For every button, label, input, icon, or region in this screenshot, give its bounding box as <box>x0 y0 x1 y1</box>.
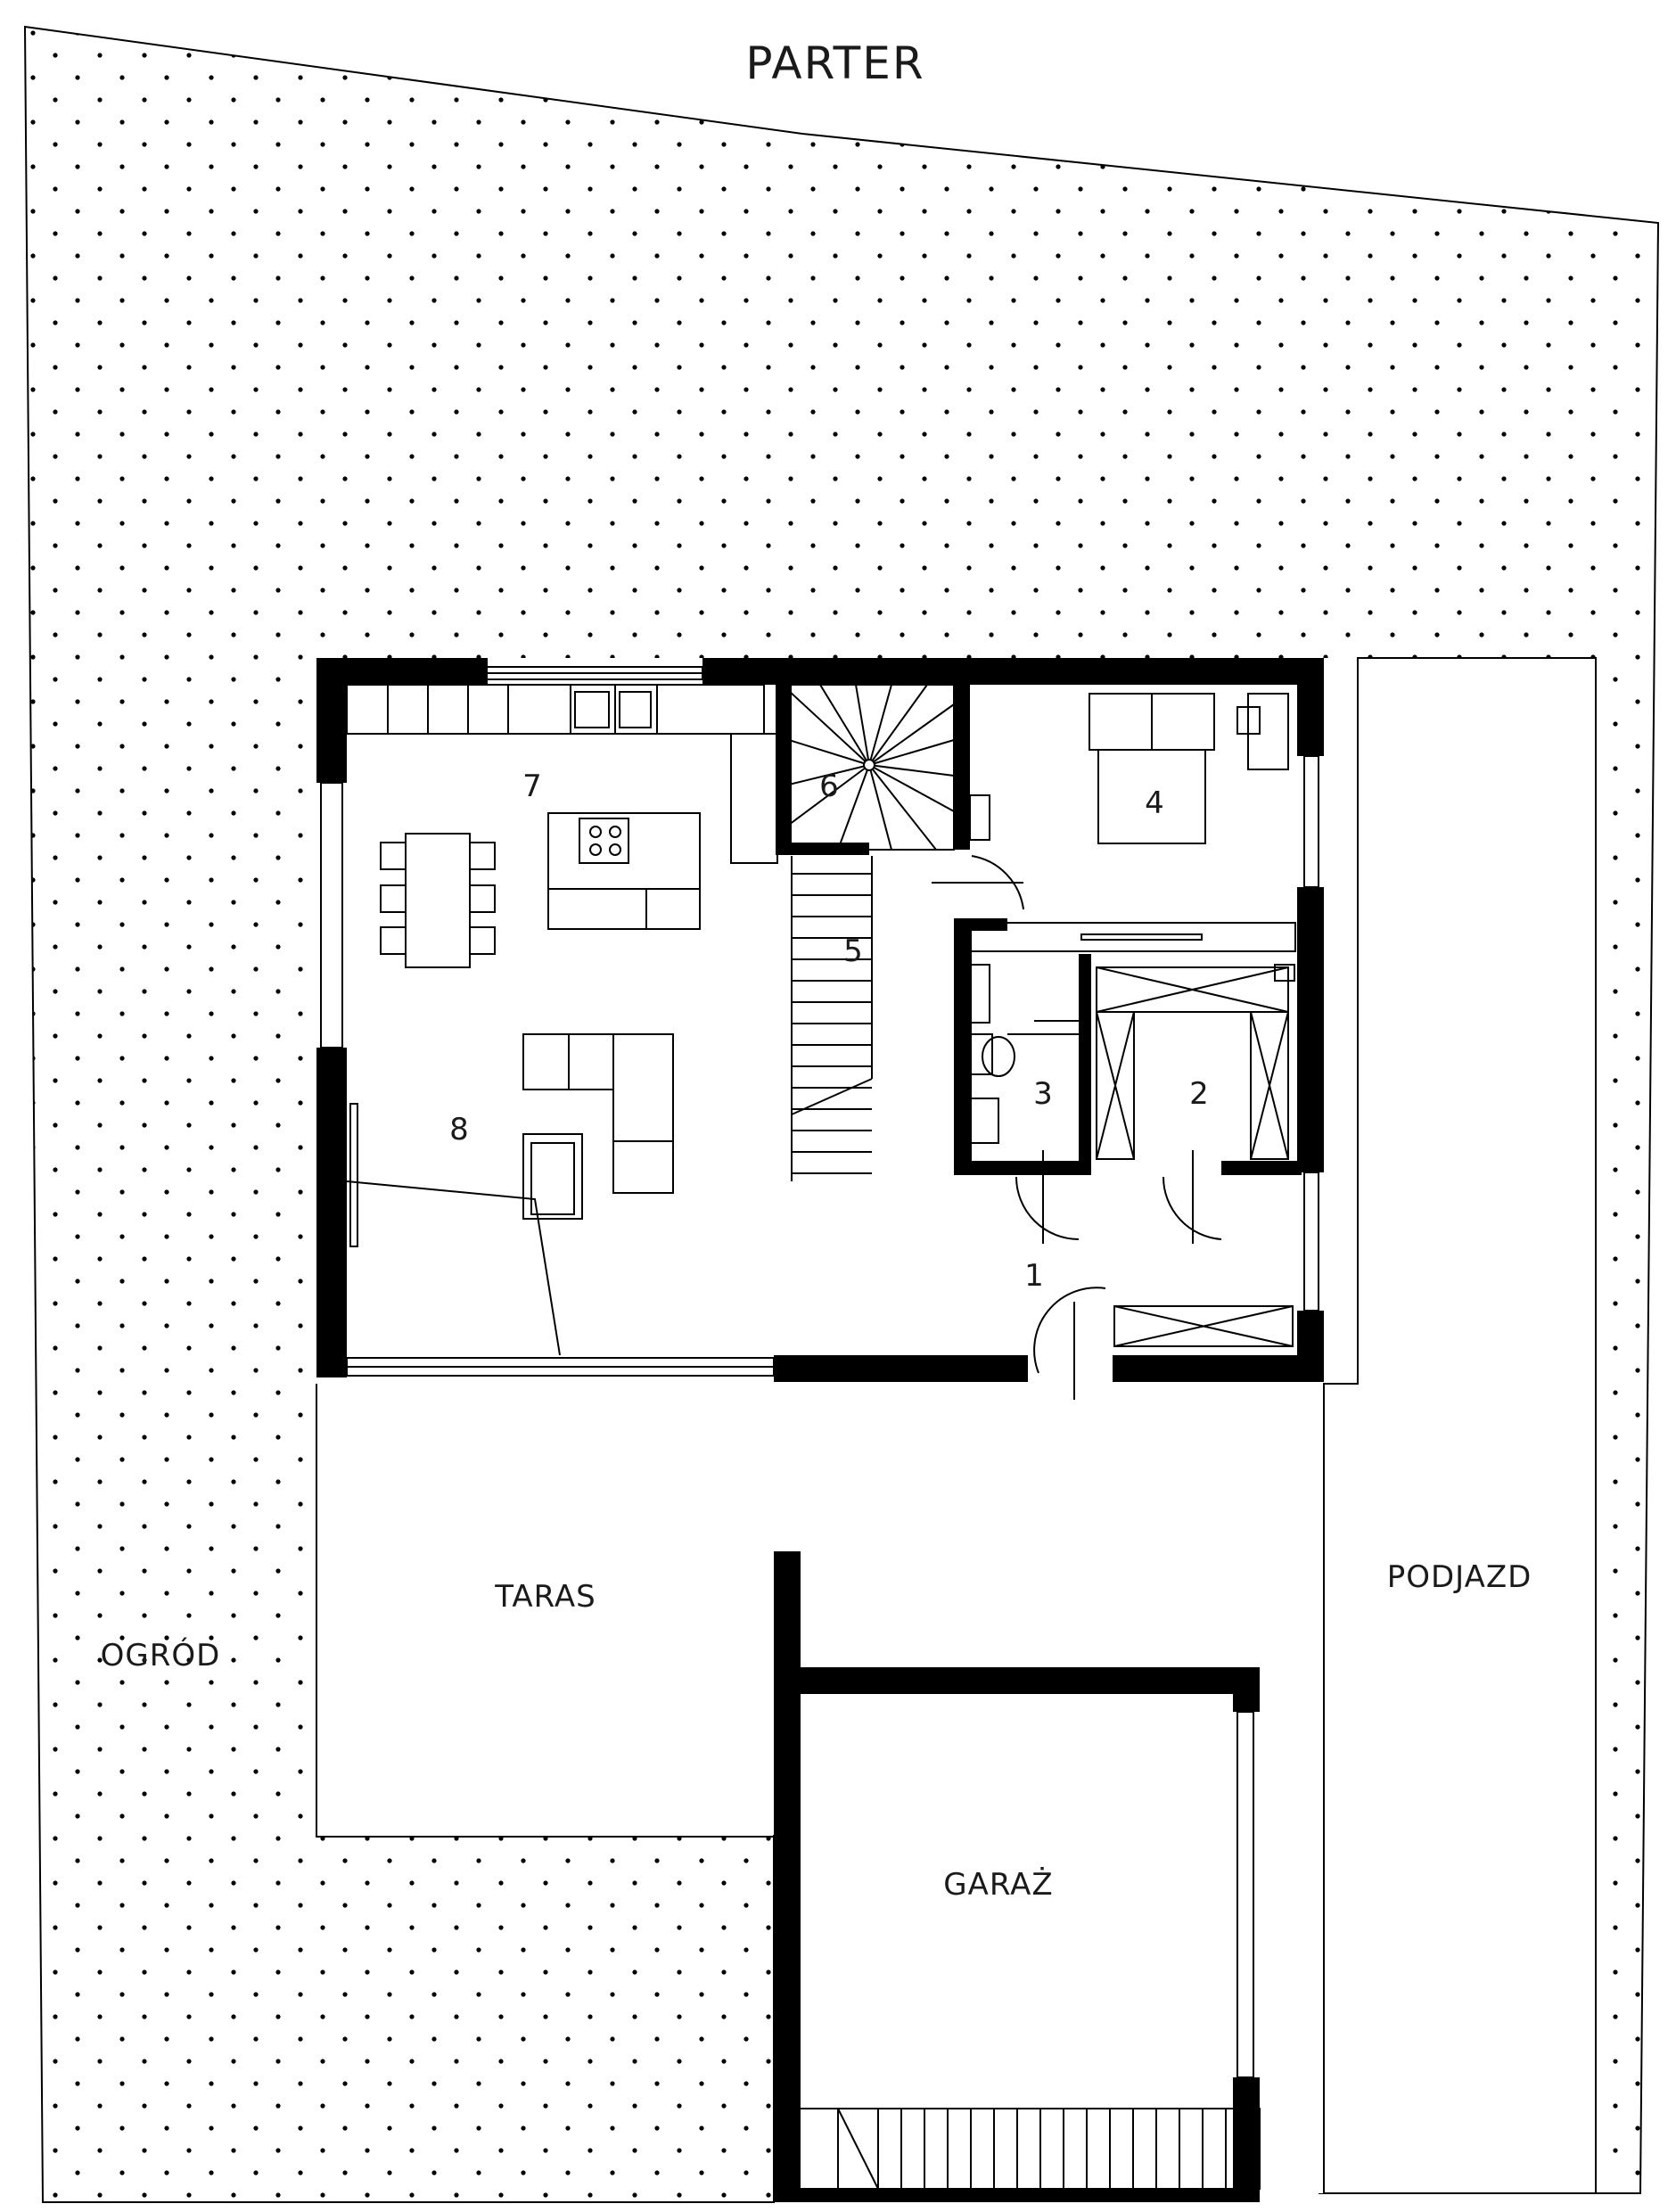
room-number-2: 2 <box>1189 1076 1209 1112</box>
room-number-6: 6 <box>819 769 839 804</box>
room-number-8: 8 <box>449 1112 469 1147</box>
label-ogrod: OGRÓD <box>101 1637 221 1673</box>
dining-table <box>380 833 496 968</box>
house-footprint <box>316 658 1596 2193</box>
kitchen-furniture <box>346 684 778 930</box>
wardrobe <box>1096 966 1294 1347</box>
main-stairs <box>791 856 873 1181</box>
label-garaz: GARAŻ <box>943 1867 1053 1903</box>
house-walls <box>316 658 1324 1382</box>
doors <box>932 855 1222 1400</box>
room-number-3: 3 <box>1033 1076 1053 1112</box>
terrace-outline <box>316 1384 774 1838</box>
driveway-outline <box>1323 657 1597 2194</box>
garage <box>773 1551 1261 2202</box>
room-number-4: 4 <box>1145 785 1164 821</box>
room-number-1: 1 <box>1024 1258 1044 1294</box>
bedroom-furniture <box>969 693 1296 1144</box>
label-podjazd: PODJAZD <box>1387 1559 1532 1595</box>
windows <box>320 666 1319 1377</box>
bathroom-fixtures <box>969 1020 1079 1077</box>
label-taras: TARAS <box>494 1579 596 1615</box>
plan-title: PARTER <box>745 37 924 89</box>
room-number-7: 7 <box>522 769 542 804</box>
living-sofa <box>346 1033 674 1356</box>
spiral-stairs <box>776 684 955 855</box>
room-number-5: 5 <box>843 933 863 969</box>
